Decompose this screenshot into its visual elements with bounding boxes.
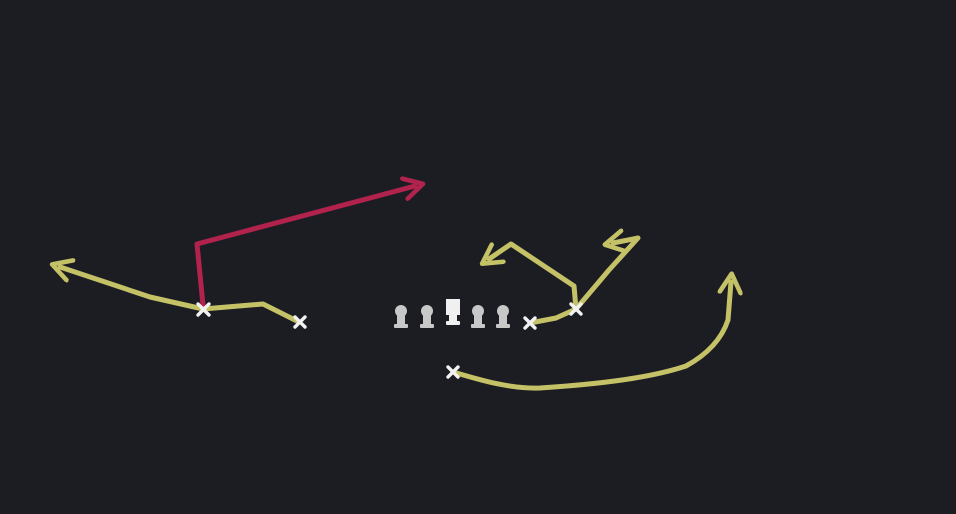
lineman-4 — [496, 305, 510, 328]
player-x-running-back — [446, 365, 460, 379]
route-left-inside — [200, 301, 302, 325]
player-x-tight-end — [523, 316, 537, 330]
route-left-outside-go — [60, 267, 206, 312]
offensive-line — [394, 299, 510, 328]
lineman-1 — [394, 305, 408, 328]
player-x-left-inside — [293, 315, 307, 329]
center — [446, 299, 460, 325]
route-right-tight-end — [527, 306, 579, 326]
player-markers — [196, 302, 583, 379]
player-x-left-outside — [196, 302, 211, 317]
lineman-3 — [471, 305, 485, 328]
route-left-outside-highlight — [194, 186, 415, 308]
route-running-back-wheel — [450, 282, 731, 391]
player-x-slot — [569, 302, 583, 316]
route-right-slot-left-branch — [489, 241, 579, 312]
lineman-2 — [420, 305, 434, 328]
route-right-slot-right-branch — [573, 238, 641, 312]
